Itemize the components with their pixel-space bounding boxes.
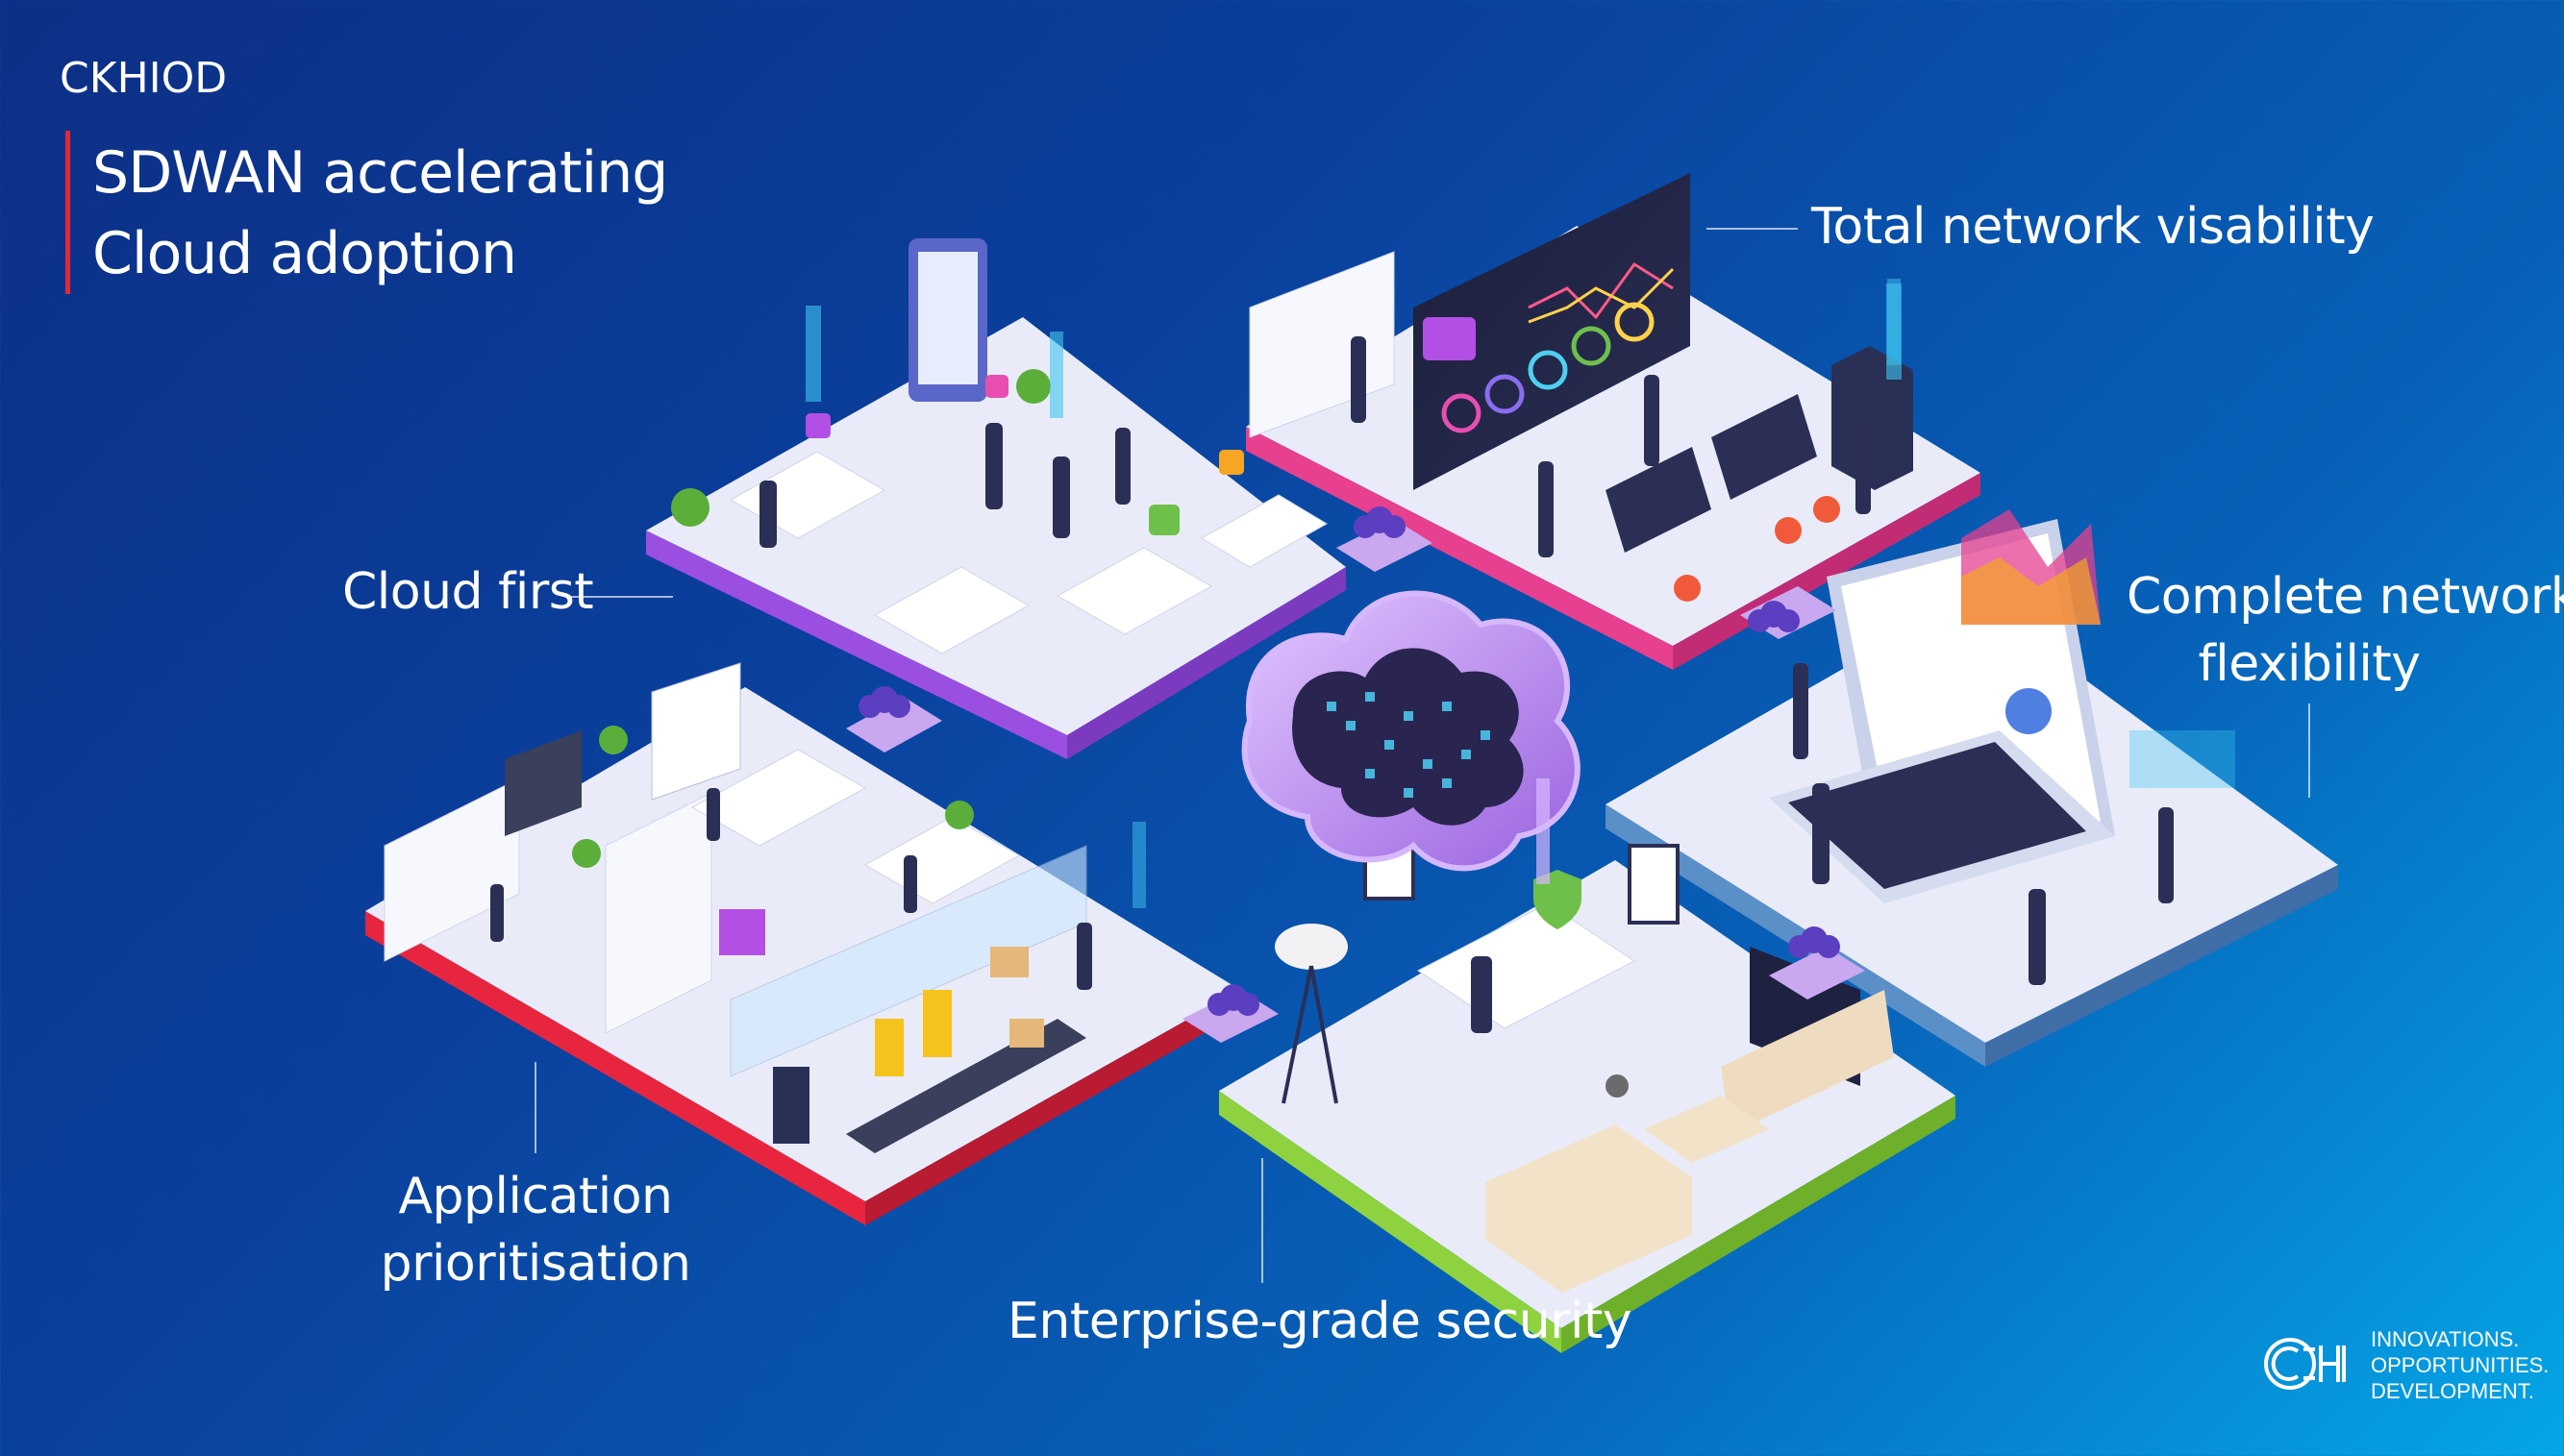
connector-cloud-icons — [859, 506, 1840, 1016]
title-line-1: SDWAN accelerating — [92, 139, 668, 207]
logo-tagline: INNOVATIONS. OPPORTUNITIES. DEVELOPMENT. — [2371, 1326, 2549, 1404]
label-prioritisation: Application prioritisation — [362, 1163, 709, 1297]
central-cloud-icon — [1241, 590, 1581, 884]
connectors — [846, 519, 1865, 1043]
platform-cloud-first — [646, 238, 1346, 759]
platform-security — [1219, 820, 1955, 1353]
logo-mark-icon — [2264, 1338, 2346, 1390]
platform-flexibility — [1606, 279, 2338, 1067]
platform-visibility — [1246, 173, 1980, 670]
leader-lines — [535, 228, 2310, 1283]
label-flexibility-line-2: flexibility — [2198, 635, 2421, 693]
page-title: SDWAN accelerating Cloud adoption — [92, 133, 668, 294]
logo-line-1: INNOVATIONS. — [2371, 1327, 2520, 1351]
label-prioritisation-line-1: Application — [398, 1168, 673, 1225]
label-flexibility: Complete network flexibility — [2127, 563, 2564, 698]
company-logo: INNOVATIONS. OPPORTUNITIES. DEVELOPMENT. — [2261, 1322, 2549, 1409]
label-cloud-first: Cloud first — [342, 563, 594, 621]
label-prioritisation-line-2: prioritisation — [380, 1235, 691, 1293]
logo-line-3: DEVELOPMENT. — [2371, 1379, 2534, 1403]
title-accent-bar — [65, 131, 70, 294]
label-flexibility-line-1: Complete network — [2127, 568, 2564, 626]
label-visibility: Total network visability — [1811, 198, 2375, 256]
label-security: Enterprise-grade security — [1008, 1293, 1632, 1350]
platform-prioritisation — [365, 662, 1240, 1225]
brand-name: CKHIOD — [60, 54, 228, 103]
logo-line-2: OPPORTUNITIES. — [2371, 1353, 2550, 1377]
title-line-2: Cloud adoption — [92, 220, 517, 287]
